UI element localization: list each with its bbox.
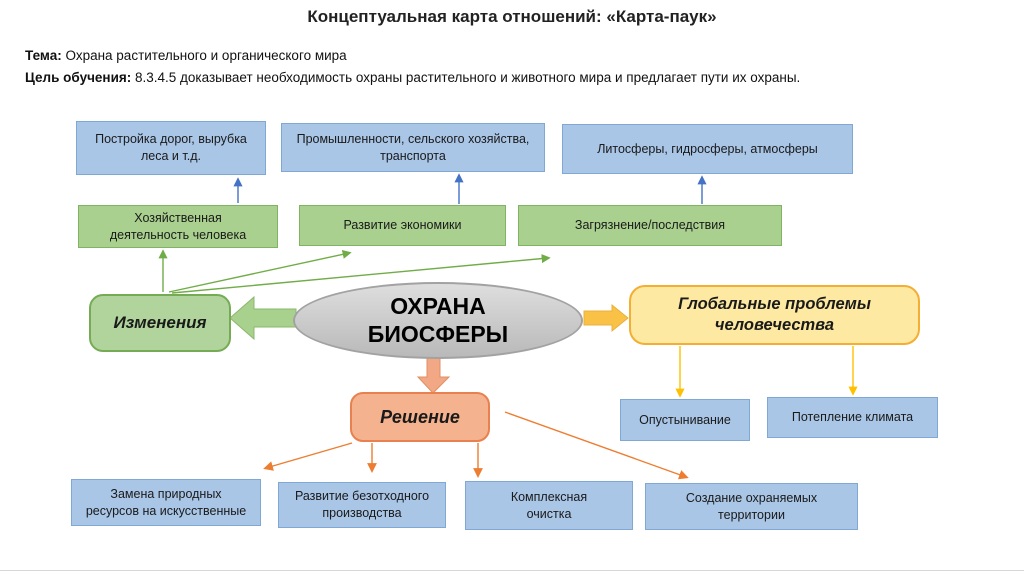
blue-up-arrows [233,173,707,204]
box-climate-warming: Потепление климата [767,397,938,438]
box-solution: Решение [350,392,490,442]
box-pollution-consequences: Загрязнение/последствия [518,205,782,246]
box-changes: Изменения [89,294,231,352]
yellow-down-arrows [675,346,858,398]
goal-label: Цель обучения: [25,70,132,85]
theme-text: Охрана растительного и органического мир… [61,48,347,63]
box-economy-development: Развитие экономики [299,205,506,246]
box-industry-agriculture-transport: Промышленности, сельского хозяйства, тра… [281,123,545,172]
goal-line: Цель обучения: 8.3.4.5 доказывает необхо… [25,70,800,85]
theme-label: Тема: [25,48,62,63]
box-protected-areas: Создание охраняемых территории [645,483,858,530]
box-desertification: Опустынивание [620,399,750,441]
box-economic-activity: Хозяйственная деятельность человека [78,205,278,248]
box-complex-cleaning: Комплексная очистка [465,481,633,530]
block-arrow-left-green [229,295,297,341]
box-litho-hydro-atmosphere: Литосферы, гидросферы, атмосферы [562,124,853,174]
slide-bottom-edge [0,570,1024,571]
block-arrow-right-yellow [583,303,629,333]
ellipse-biosphere-protection: ОХРАНА БИОСФЕРЫ [293,282,583,359]
theme-line: Тема: Охрана растительного и органическо… [25,48,347,63]
slide-title: Концептуальная карта отношений: «Карта-п… [307,7,717,26]
box-resource-replacement: Замена природных ресурсов на искусственн… [71,479,261,526]
block-arrow-down-salmon [416,352,451,394]
box-road-construction: Постройка дорог, вырубка леса и т.д. [76,121,266,175]
box-waste-free-production: Развитие безотходного производства [278,482,446,528]
goal-text: 8.3.4.5 доказывает необходимость охраны … [131,70,801,85]
box-global-problems: Глобальные проблемы человечества [629,285,920,345]
